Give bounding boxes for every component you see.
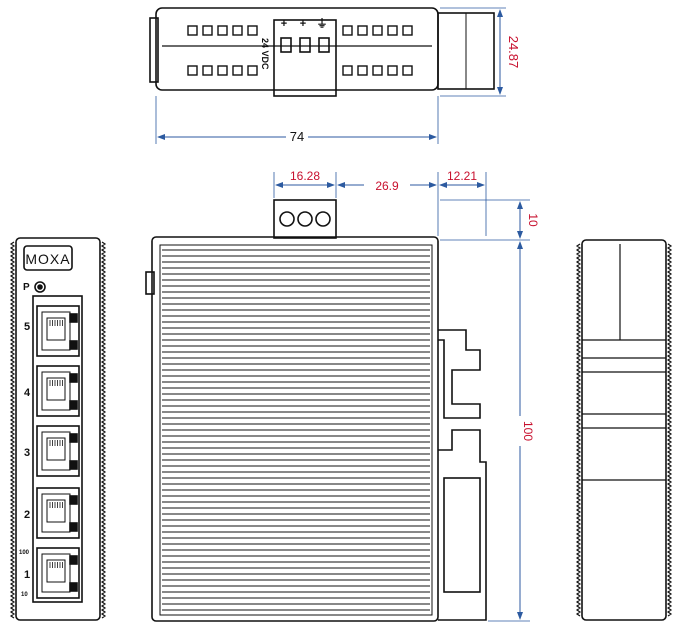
top-view-led [247, 25, 258, 36]
top-view-led [372, 65, 383, 76]
heatsink-fins [162, 249, 430, 611]
dimension-mid-span-label: 26.9 [375, 179, 399, 193]
top-power-label: 24 VDC [260, 38, 270, 70]
top-view-led [232, 65, 243, 76]
side-left-clip [145, 271, 155, 295]
power-led [34, 281, 46, 293]
top-view [149, 7, 495, 97]
top-view-led [387, 25, 398, 36]
top-view-led [232, 25, 243, 36]
port-led [69, 460, 78, 470]
port-number-5: 5 [24, 321, 30, 333]
side-housing [151, 236, 439, 622]
top-view-led [357, 25, 368, 36]
top-view-left-clip [149, 17, 159, 83]
port-number-4: 4 [24, 387, 31, 399]
power-label: P [23, 282, 30, 293]
port-led [69, 555, 78, 565]
port-led [69, 340, 78, 350]
top-view-led [342, 65, 353, 76]
side-view [145, 199, 487, 622]
dimension-side-horizontal [273, 172, 487, 236]
port-led [69, 373, 78, 383]
terminal-symbol-2: + [300, 18, 306, 30]
front-panel-housing [15, 237, 101, 621]
port-number-3: 3 [24, 447, 30, 459]
port-led [69, 495, 78, 505]
front-panel-right-grip [100, 241, 107, 619]
side-terminal-block [273, 199, 337, 239]
dimension-top-width-label: 74 [290, 129, 304, 144]
rj45-port [36, 425, 80, 477]
front-panel-left-grip [9, 241, 16, 619]
port-led [69, 400, 78, 410]
rj45-port [36, 305, 80, 357]
top-view-led [202, 25, 213, 36]
front-panel-view [9, 237, 107, 621]
rj45-port [36, 547, 80, 599]
port-led [69, 582, 78, 592]
rear-housing [581, 239, 667, 621]
port-led [69, 433, 78, 443]
dimension-rail-depth-label: 12.21 [447, 169, 477, 183]
ethernet-ports [36, 305, 80, 599]
rj45-port [36, 487, 80, 539]
top-view-led [372, 25, 383, 36]
top-view-led [187, 25, 198, 36]
dimension-top-height [440, 7, 506, 97]
brand-plate [23, 245, 73, 271]
port-bezel [32, 295, 83, 603]
top-view-leds [187, 25, 413, 76]
dimension-top-height-label: 24.87 [506, 36, 521, 69]
dimension-body-height-label: 100 [521, 421, 535, 441]
port-led [69, 313, 78, 323]
top-view-led [247, 65, 258, 76]
top-view-led [402, 25, 413, 36]
heatsink-area [159, 244, 433, 616]
top-view-led [402, 65, 413, 76]
brand-label: MOXA [25, 251, 70, 267]
port-number-2: 2 [24, 509, 30, 521]
din-rail-clip [438, 329, 487, 621]
top-view-led [187, 65, 198, 76]
rear-right-grip [666, 243, 673, 617]
speed-label-10: 10 [21, 592, 28, 598]
port-led [69, 522, 78, 532]
top-view-led [202, 65, 213, 76]
terminal-symbol-1: + [281, 18, 287, 30]
top-view-led [357, 65, 368, 76]
rear-view [575, 239, 673, 621]
top-view-led [387, 65, 398, 76]
speed-label-100: 100 [19, 550, 30, 556]
terminal-symbol-3: ⏚ [317, 17, 328, 30]
top-view-terminal-block [273, 19, 337, 97]
top-view-led [342, 25, 353, 36]
port-number-1: 1 [24, 569, 30, 581]
top-view-led [217, 65, 228, 76]
dimension-terminal-offset-label: 16.28 [290, 169, 320, 183]
rear-left-grip [575, 243, 582, 617]
dimension-side-vertical [440, 199, 530, 622]
rj45-port [36, 365, 80, 417]
dimension-top-width [155, 96, 439, 144]
top-view-led [217, 25, 228, 36]
dimension-terminal-height-label: 10 [526, 213, 540, 227]
